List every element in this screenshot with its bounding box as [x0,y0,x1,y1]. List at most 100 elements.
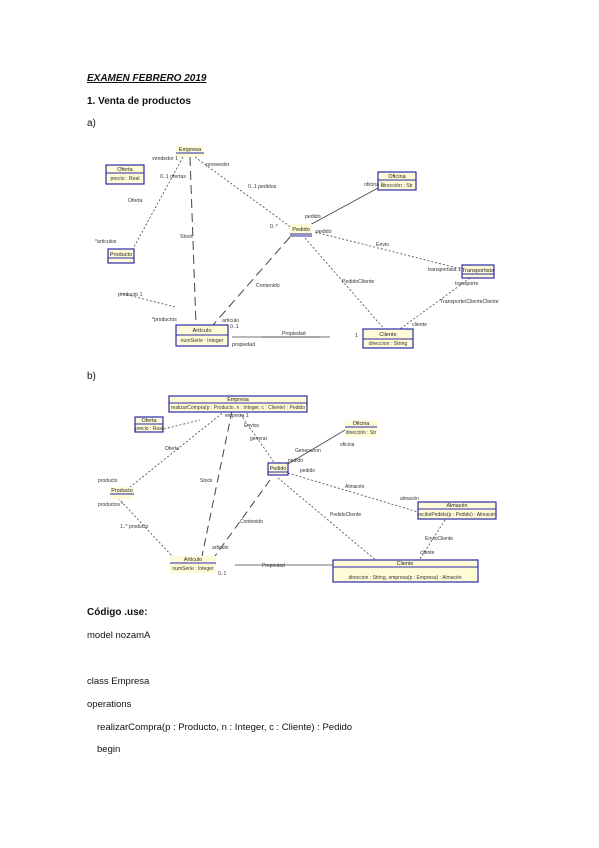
class-almacen-b: Almacén recibirPedido(p : Pedido) : Alma… [417,501,497,520]
class-oferta-b: Oferta precio : Real [134,416,164,433]
svg-text:Transporte/ClienteCliente: Transporte/ClienteCliente [440,299,499,305]
class-empresa-b: Empresa realizarCompra(p : Producto, n :… [168,395,308,413]
svg-text:1..* producto: 1..* producto [120,524,149,530]
svg-text:Transportista: Transportista [462,268,495,274]
svg-text:Stock: Stock [180,234,193,240]
svg-text:transporte: transporte [455,281,478,287]
class-cliente-b: Cliente direccion : String, empresa(p : … [332,559,479,583]
svg-text:Oferta: Oferta [142,418,157,424]
svg-text:oficina: oficina [340,442,355,448]
svg-text:generar: generar [250,436,268,442]
svg-text:PedidoCliente: PedidoCliente [330,512,361,518]
svg-text:producto: producto [98,478,118,484]
svg-text:Stock: Stock [200,478,213,484]
svg-text:Envio: Envio [376,242,389,248]
svg-text:artículo: artículo [212,545,229,551]
svg-text:Empresa: Empresa [227,397,249,403]
svg-text:pedido: pedido [316,229,332,235]
svg-text:proveedor: proveedor [206,162,230,168]
svg-text:pedido: pedido [305,214,321,220]
svg-text:Generacion: Generacion [295,448,321,454]
svg-text:Producto: Producto [110,252,132,258]
svg-text:Cliente: Cliente [379,332,396,338]
svg-text:precio : Real: precio : Real [135,426,163,432]
class-oficina-a: Oficina dirección : Str [377,171,417,191]
code-line: model nozamA [87,630,151,641]
svg-text:oficina 1: oficina 1 [364,182,383,188]
section-heading: 1. Venta de productos [87,96,191,107]
svg-text:Propiedad: Propiedad [282,331,306,337]
svg-text:PedidoCliente: PedidoCliente [342,279,374,285]
svg-text:EnvioCliente: EnvioCliente [425,536,453,542]
svg-text:empresa 1: empresa 1 [225,413,249,419]
code-line: operations [87,699,132,710]
svg-text:Artículo: Artículo [193,328,212,334]
code-line: realizarCompra(p : Producto, n : Integer… [97,722,353,733]
class-oferta-a: Oferta precio : Real [105,164,145,185]
code-line: begin [97,744,121,755]
svg-text:0..1 pedidos: 0..1 pedidos [248,184,277,190]
svg-text:0..1: 0..1 [230,324,239,330]
svg-text:precio : Real: precio : Real [110,176,139,182]
class-empresa-a: Empresa [176,146,204,157]
svg-text:producto 1: producto 1 [118,292,143,298]
class-transportista-a: Transportista [461,264,495,279]
svg-text:Contenido: Contenido [256,283,280,289]
svg-text:pedido: pedido [288,458,303,464]
svg-text:Oferta: Oferta [128,198,143,204]
svg-text:dirección : Str: dirección : Str [381,183,413,189]
svg-text:0..1 ofertas: 0..1 ofertas [160,174,186,180]
svg-text:1: 1 [355,333,358,339]
svg-text:numSerie : Integer: numSerie : Integer [172,566,213,572]
svg-text:0..*: 0..* [270,224,278,230]
svg-text:Pedido: Pedido [292,227,309,233]
svg-text:Envios: Envios [244,423,260,429]
svg-text:propiedad: propiedad [232,342,255,348]
svg-text:cliente: cliente [420,550,435,556]
svg-text:direccion : String: direccion : String [369,341,408,347]
svg-text:cliente: cliente [412,322,427,328]
class-pedido-a: Pedido [290,224,312,237]
svg-text:dirección : Str: dirección : Str [346,430,377,436]
svg-text:Contenido: Contenido [240,519,263,525]
svg-text:pedido: pedido [300,468,315,474]
svg-text:Artículo: Artículo [184,557,202,563]
class-oficina-b: Oficina dirección : Str [345,420,377,437]
svg-text:Oferta: Oferta [165,446,179,452]
svg-text:transportista 1: transportista 1 [428,267,461,273]
svg-text:numSerie : Integer: numSerie : Integer [181,338,224,344]
svg-text:0..1: 0..1 [218,571,227,577]
svg-text:Pedido: Pedido [270,466,287,472]
svg-text:realizarCompra(p : Producto, n: realizarCompra(p : Producto, n : Integer… [171,405,305,411]
class-articulo-b: Artículo numSerie : Integer [170,556,216,573]
svg-text:Empresa: Empresa [179,147,202,153]
code-heading: Código .use: [87,607,148,618]
svg-text:*articulos: *articulos [95,239,117,245]
class-articulo-a: Artículo numSerie : Integer [175,324,229,347]
svg-text:*productos: *productos [152,317,177,323]
svg-text:productos *: productos * [98,502,123,508]
svg-text:Oficina: Oficina [353,421,370,427]
doc-title: EXAMEN FEBRERO 2019 [87,73,207,84]
svg-text:Cliente: Cliente [397,561,414,567]
svg-text:Propiedad: Propiedad [262,563,285,569]
code-line: class Empresa [87,676,150,687]
svg-text:Almacén: Almacén [447,503,468,509]
svg-text:vendedor 1: vendedor 1 [152,156,178,162]
svg-text:Oficina: Oficina [388,174,406,180]
svg-text:Oferta: Oferta [117,167,133,173]
svg-text:direccion : String, empresa(p: direccion : String, empresa(p : Empresa)… [348,575,461,581]
svg-text:Producto: Producto [111,488,133,494]
svg-text:Almacén: Almacén [345,484,365,490]
class-producto-a: Producto [107,248,135,264]
svg-text:recibirPedido(p : Pedido) : Al: recibirPedido(p : Pedido) : Almacén [418,512,497,518]
class-pedido-b: Pedido [267,462,289,476]
class-producto-b: Producto [110,487,134,499]
class-cliente-a: Cliente direccion : String [362,328,414,349]
part-b-label: b) [87,371,96,382]
svg-text:almacén: almacén [400,496,419,502]
svg-text:artículo: artículo [222,318,239,324]
part-a-label: a) [87,118,96,129]
